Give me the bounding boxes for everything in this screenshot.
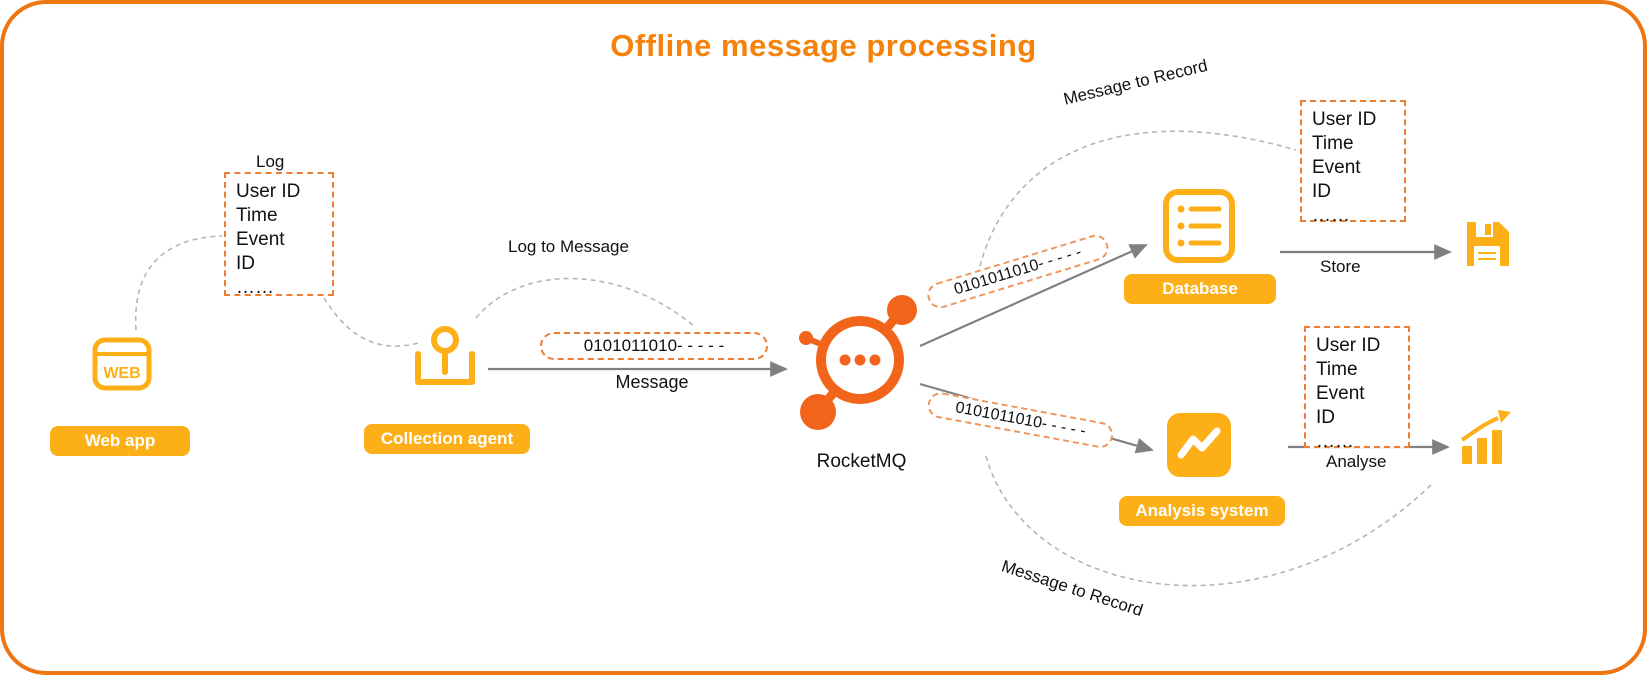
analyse-label: Analyse (1326, 452, 1387, 471)
database-badge: Database (1124, 274, 1276, 304)
collection-agent-icon (415, 326, 475, 385)
log-line: User ID (236, 181, 301, 202)
record-line: Time (1312, 133, 1354, 154)
floppy-disk-icon (1467, 222, 1509, 266)
binary-to-database-pill: 0101011010- - - - - (924, 231, 1112, 312)
diagram-title: Offline message processing (610, 28, 1037, 63)
message-label: Message (615, 372, 689, 392)
arc-log-to-message (475, 277, 695, 327)
web-app-badge: Web app (50, 426, 190, 456)
log-caption: Log (256, 152, 285, 171)
record-line: User ID (1316, 335, 1381, 356)
analysis-system-badge: Analysis system (1119, 496, 1285, 526)
web-app-icon: WEB (92, 337, 152, 391)
record-line: Event (1316, 383, 1365, 404)
record-line: Time (1316, 359, 1358, 380)
record-line: …… (1312, 205, 1350, 226)
collection-agent-badge: Collection agent (364, 424, 530, 454)
bar-chart-icon (1460, 410, 1511, 464)
database-icon (1163, 189, 1235, 263)
record-line: Event (1312, 157, 1361, 178)
arc-log-to-agent (323, 297, 420, 347)
message-to-record-bottom-label: Message to Record (999, 556, 1146, 621)
log-to-message-label: Log to Message (508, 237, 629, 256)
analysis-system-icon (1167, 413, 1231, 477)
record-box-top: User ID Time Event ID …… (1300, 100, 1406, 226)
record-box-bottom: User ID Time Event ID …… (1304, 326, 1410, 452)
store-label: Store (1320, 257, 1361, 276)
log-line: ID (236, 253, 255, 274)
record-line: User ID (1312, 109, 1377, 130)
record-line: …… (1316, 431, 1354, 452)
log-line: Event (236, 229, 285, 250)
binary-to-analysis-pill: 0101011010- - - - - (925, 390, 1116, 451)
rocketmq-label: RocketMQ (816, 451, 907, 472)
binary-message-pill: 0101011010- - - - - (540, 332, 768, 360)
arc-webapp-to-log (134, 235, 223, 331)
arc-message-to-record-top (979, 130, 1297, 267)
web-icon-text: WEB (103, 365, 140, 382)
log-line: Time (236, 205, 278, 226)
rocketmq-logo (799, 295, 917, 430)
log-box: User ID Time Event ID …… (224, 172, 334, 298)
record-line: ID (1312, 181, 1331, 202)
log-line: …… (236, 277, 274, 298)
record-line: ID (1316, 407, 1335, 428)
